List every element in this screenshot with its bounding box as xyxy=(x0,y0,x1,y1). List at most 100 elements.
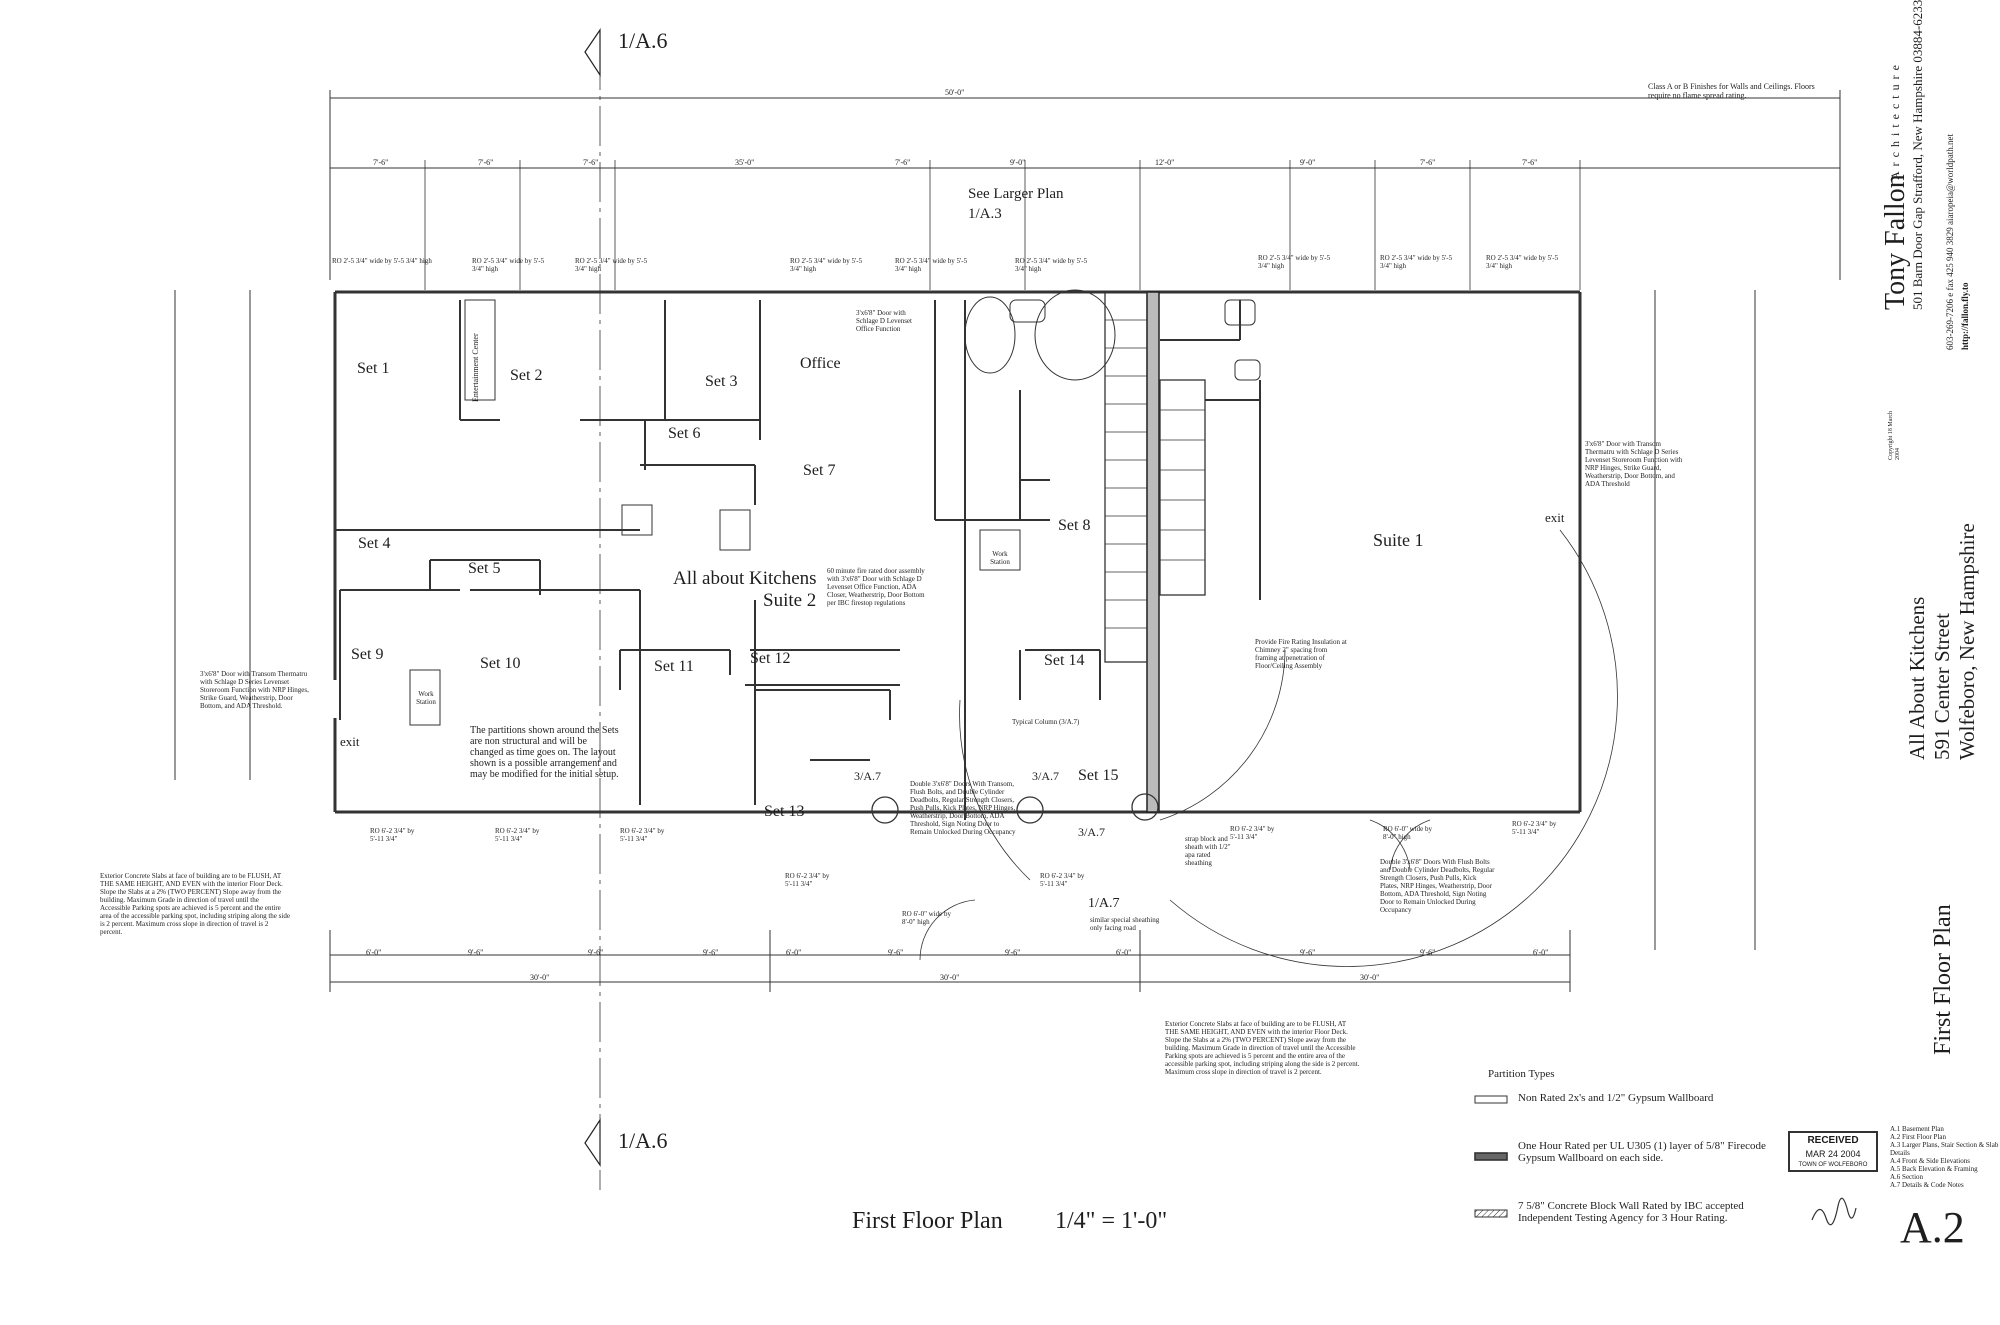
plan-title: First Floor Plan xyxy=(852,1208,1003,1234)
room-set-12: Set 12 xyxy=(750,650,791,667)
room-set-13: Set 13 xyxy=(764,803,805,820)
sheet-index-item: A.2 First Floor Plan xyxy=(1890,1133,1947,1141)
architect-name: Tony Fallon xyxy=(1880,174,1911,310)
left-door-note: 3'x6'8" Door with Transom Thermatru with… xyxy=(200,670,309,710)
room-set-5: Set 5 xyxy=(468,560,501,577)
detail-ref: 3/A.7 xyxy=(854,769,881,783)
room-set-10: Set 10 xyxy=(480,655,521,672)
general-finish-note: Class A or B Finishes for Walls and Ceil… xyxy=(1648,82,1815,100)
room-set-4: Set 4 xyxy=(358,535,391,552)
window-label: RO 2'-5 3/4" wide by 5'-5 3/4" high xyxy=(1015,257,1088,273)
room-set-14: Set 14 xyxy=(1044,652,1085,669)
dim-top: 9'-0" xyxy=(1010,158,1026,167)
detail-ref: 3/A.7 xyxy=(1032,769,1059,783)
sheet-title-vertical: First Floor Plan xyxy=(1930,904,1956,1055)
sheet-index-item: A.1 Basement Plan xyxy=(1890,1125,1944,1133)
detail-ref-2: 1/A.7 xyxy=(1088,896,1120,911)
window-label: RO 6'-0" wide by 8'-0" high xyxy=(1383,825,1433,841)
window-label: RO 2'-5 3/4" wide by 5'-5 3/4" high xyxy=(575,257,648,273)
room-set-3: Set 3 xyxy=(705,373,738,390)
legend-item-nonrated: Non Rated 2x's and 1/2" Gypsum Wallboard xyxy=(1518,1092,1714,1104)
dim-top: 9'-0" xyxy=(1300,158,1316,167)
dim-bottom-overall: 30'-0" xyxy=(530,973,550,982)
window-label: RO 6'-0" wide by 8'-0" high xyxy=(902,910,952,926)
section-marker-top: 1/A.6 xyxy=(618,28,668,53)
dim-top: 7'-6" xyxy=(1522,158,1538,167)
window-label: RO 6'-2 3/4" by 5'-11 3/4" xyxy=(785,872,830,888)
sheet-index-item: A.6 Section xyxy=(1890,1173,1924,1181)
room-set-9: Set 9 xyxy=(351,646,384,663)
sheet-index-item: A.3 Larger Plans, Stair Section & Slab D… xyxy=(1890,1141,1999,1157)
architect-website: http://fallon.fly.to xyxy=(1960,282,1970,350)
stamp-town: TOWN OF WOLFEBORO xyxy=(1798,1162,1868,1168)
copyright-note: Copyright 18 March 2004 xyxy=(1888,411,1901,460)
sheet-index: A.1 Basement Plan A.2 First Floor Plan A… xyxy=(1890,1125,2000,1189)
dim-bottom: 9'-6" xyxy=(703,948,719,957)
project-city: Wolfeboro, New Hampshire xyxy=(1955,523,1979,760)
suite2-door-note: 60 minute fire rated door assembly with … xyxy=(827,567,925,607)
window-label: RO 2'-5 3/4" wide by 5'-5 3/4" high xyxy=(1258,254,1331,270)
similar-sheathing-note: similar special sheathing only facing ro… xyxy=(1090,916,1160,932)
window-label: RO 2'-5 3/4" wide by 5'-5 3/4" high xyxy=(472,257,545,273)
room-set-11: Set 11 xyxy=(654,658,694,675)
project-street: 591 Center Street xyxy=(1930,613,1954,760)
suite1-door-note: 3'x6'8" Door with Transom Thermatru with… xyxy=(1585,440,1683,488)
section-marker-bottom: 1/A.6 xyxy=(618,1128,668,1153)
dim-bottom: 9'-6" xyxy=(1300,948,1316,957)
double-doors-center-note: Double 3'x6'8" Doors With Transom, Flush… xyxy=(910,780,1016,836)
dim-top: 35'-0" xyxy=(735,158,755,167)
stamp-date: MAR 24 2004 xyxy=(1805,1149,1861,1159)
partition-note: The partitions shown around the Sets are… xyxy=(470,725,619,780)
room-set-15: Set 15 xyxy=(1078,767,1119,784)
dim-bottom: 6'-0" xyxy=(1116,948,1132,957)
dim-top: 7'-6" xyxy=(1420,158,1436,167)
suite-1-label: Suite 1 xyxy=(1373,530,1424,550)
work-station: Work Station xyxy=(990,550,1010,566)
larger-plan-title: See Larger Plan xyxy=(968,186,1064,202)
dim-bottom: 9'-6" xyxy=(1420,948,1436,957)
slab-note-center: Exterior Concrete Slabs at face of build… xyxy=(1165,1020,1360,1076)
dim-bottom: 9'-6" xyxy=(468,948,484,957)
typical-column-label: Typical Column (3/A.7) xyxy=(1012,718,1080,726)
dim-bottom: 9'-6" xyxy=(888,948,904,957)
dim-top-overall: 50'-0" xyxy=(945,88,965,97)
dim-top: 7'-6" xyxy=(583,158,599,167)
room-set-7: Set 7 xyxy=(803,462,836,479)
slab-note-left: Exterior Concrete Slabs at face of build… xyxy=(100,872,290,936)
window-label: RO 6'-2 3/4" by 5'-11 3/4" xyxy=(370,827,415,843)
dim-bottom-overall: 30'-0" xyxy=(940,973,960,982)
sheet-index-item: A.7 Details & Code Notes xyxy=(1890,1181,1964,1189)
project-name: All About Kitchens xyxy=(1905,596,1929,760)
window-label: RO 6'-2 3/4" by 5'-11 3/4" xyxy=(495,827,540,843)
dim-bottom: 6'-0" xyxy=(366,948,382,957)
exit-left: exit xyxy=(340,734,360,749)
room-entertainment-center: Entertainment Center xyxy=(471,333,480,402)
dim-top: 7'-6" xyxy=(895,158,911,167)
window-label: RO 2'-5 3/4" wide by 5'-5 3/4" high xyxy=(332,257,432,265)
exit-right: exit xyxy=(1545,510,1565,525)
window-label: RO 6'-2 3/4" by 5'-11 3/4" xyxy=(1512,820,1557,836)
room-set-6: Set 6 xyxy=(668,425,701,442)
sheet-index-item: A.4 Front & Side Elevations xyxy=(1890,1157,1970,1165)
sheet-number: A.2 xyxy=(1900,1203,1965,1252)
suite-2-name: All about Kitchens xyxy=(673,568,817,589)
legend-item-one-hour: One Hour Rated per UL U305 (1) layer of … xyxy=(1518,1140,1766,1164)
dim-top: 7'-6" xyxy=(478,158,494,167)
dim-bottom-overall: 30'-0" xyxy=(1360,973,1380,982)
room-set-1: Set 1 xyxy=(357,360,390,377)
architect-contact: 603-269-7206 e fax 425 940 3829 aiaropei… xyxy=(1945,134,1955,350)
window-label: RO 2'-5 3/4" wide by 5'-5 3/4" high xyxy=(1486,254,1559,270)
legend-title: Partition Types xyxy=(1488,1068,1555,1080)
larger-plan-ref: 1/A.3 xyxy=(968,206,1002,222)
work-station: Work Station xyxy=(416,690,436,706)
dim-top: 7'-6" xyxy=(373,158,389,167)
dim-bottom: 6'-0" xyxy=(1533,948,1549,957)
window-label: RO 6'-2 3/4" by 5'-11 3/4" xyxy=(620,827,665,843)
window-label: RO 2'-5 3/4" wide by 5'-5 3/4" high xyxy=(895,257,968,273)
received-stamp: RECEIVED MAR 24 2004 TOWN OF WOLFEBORO xyxy=(1788,1131,1878,1172)
room-set-8: Set 8 xyxy=(1058,517,1091,534)
window-label: RO 6'-2 3/4" by 5'-11 3/4" xyxy=(1230,825,1275,841)
window-label: RO 2'-5 3/4" wide by 5'-5 3/4" high xyxy=(790,257,863,273)
dim-bottom: 6'-0" xyxy=(786,948,802,957)
office-door-note: 3'x6'8" Door with Schlage D Levenset Off… xyxy=(856,309,912,333)
